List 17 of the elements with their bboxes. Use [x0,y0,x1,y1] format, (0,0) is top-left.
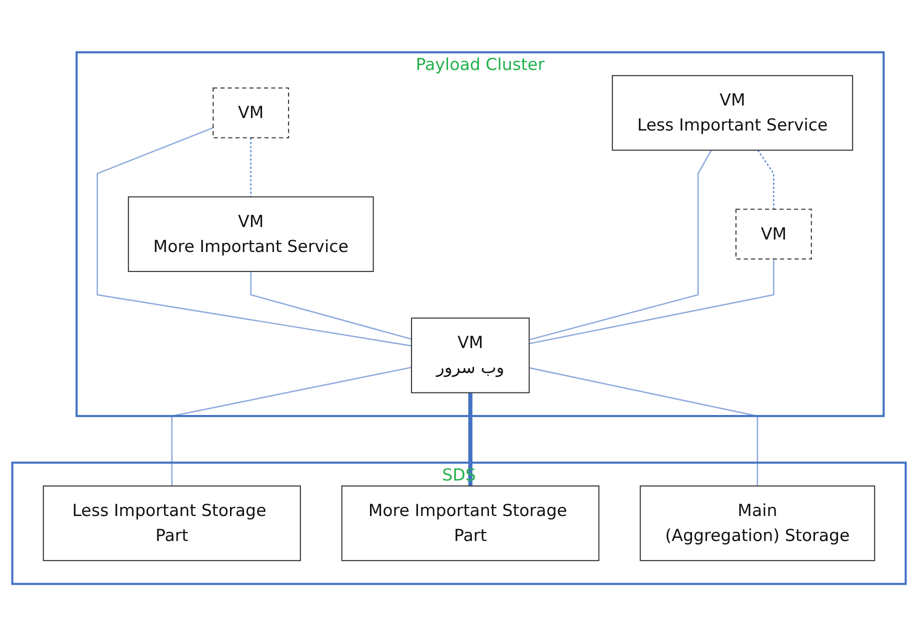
node-box [212,87,290,138]
connector [529,150,712,340]
connector [96,127,412,346]
node-box [128,196,374,272]
node-box [735,208,812,260]
node-box [612,74,854,151]
connector [250,138,252,197]
node-box [42,485,301,561]
connector [529,367,758,486]
connector [468,392,472,486]
connector [250,271,412,340]
node-box [410,317,530,394]
connector [757,150,774,210]
connector [171,366,412,486]
node-box [341,485,600,561]
node-box [640,485,876,561]
connector [529,258,774,344]
